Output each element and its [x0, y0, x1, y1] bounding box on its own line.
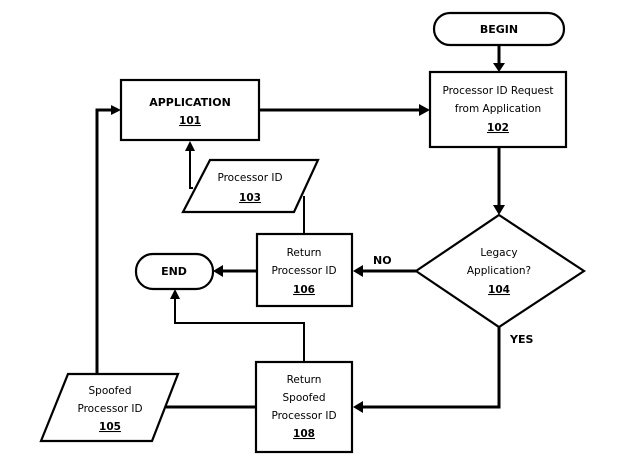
process-box [255, 232, 354, 308]
request-line2: from Application [455, 103, 541, 115]
arrowhead [353, 401, 363, 413]
arrowhead [493, 205, 505, 215]
application-ref: 101 [179, 115, 201, 127]
decision-diamond [414, 213, 586, 329]
edge-processor-id-to-application [189, 150, 193, 189]
decision-ref: 104 [488, 284, 510, 296]
node-end: END [134, 252, 215, 291]
node-return-spoofed: Return Spoofed Processor ID 108 [254, 360, 354, 454]
edge-label-yes: YES [509, 333, 533, 346]
processor-id-label: Processor ID [217, 172, 282, 184]
arrowhead [111, 105, 121, 115]
terminator-shape [134, 252, 215, 291]
processor-id-ref: 103 [239, 192, 261, 204]
node-decision: Legacy Application? 104 [414, 213, 586, 329]
spoofed-id-line1: Spoofed [89, 385, 132, 397]
arrowhead [353, 265, 363, 277]
application-label: APPLICATION [149, 96, 231, 109]
return-id-line1: Return [287, 247, 322, 259]
arrowhead [213, 265, 223, 277]
data-parallelogram [39, 372, 180, 443]
node-begin: BEGIN [432, 11, 566, 47]
node-spoofed-id: Spoofed Processor ID 105 [39, 372, 180, 443]
return-spoofed-ref: 108 [293, 428, 315, 440]
arrowhead [419, 104, 430, 116]
arrowhead [493, 63, 505, 72]
request-ref: 102 [487, 122, 509, 134]
edge-return-spoofed-to-end [174, 298, 305, 362]
spoofed-id-ref: 105 [99, 421, 121, 433]
node-processor-id: Processor ID 103 [181, 158, 320, 214]
return-id-ref: 106 [293, 284, 315, 296]
process-box [428, 70, 568, 149]
edge-label-no: NO [373, 254, 392, 267]
node-return-id: Return Processor ID 106 [255, 232, 354, 308]
arrowhead [185, 141, 195, 151]
arrowhead [170, 289, 180, 299]
begin-label: BEGIN [480, 23, 518, 36]
terminator-shape [432, 11, 566, 47]
decision-line1: Legacy [480, 247, 517, 259]
request-line1: Processor ID Request [442, 85, 553, 97]
process-box [119, 78, 261, 142]
end-label: END [161, 265, 187, 278]
spoofed-id-line2: Processor ID [77, 403, 142, 415]
node-request: Processor ID Request from Application 10… [428, 70, 568, 149]
return-spoofed-line2: Spoofed [283, 392, 326, 404]
edge-spoofed-id-to-application [95, 108, 112, 373]
decision-line2: Application? [467, 265, 531, 277]
return-id-line2: Processor ID [271, 265, 336, 277]
node-application: APPLICATION 101 [119, 78, 261, 142]
data-parallelogram [181, 158, 320, 214]
edge-yes-to-return-spoofed [362, 327, 501, 409]
connectors [95, 45, 505, 413]
return-spoofed-line1: Return [287, 374, 322, 386]
process-box [254, 360, 354, 454]
return-spoofed-line3: Processor ID [271, 410, 336, 422]
